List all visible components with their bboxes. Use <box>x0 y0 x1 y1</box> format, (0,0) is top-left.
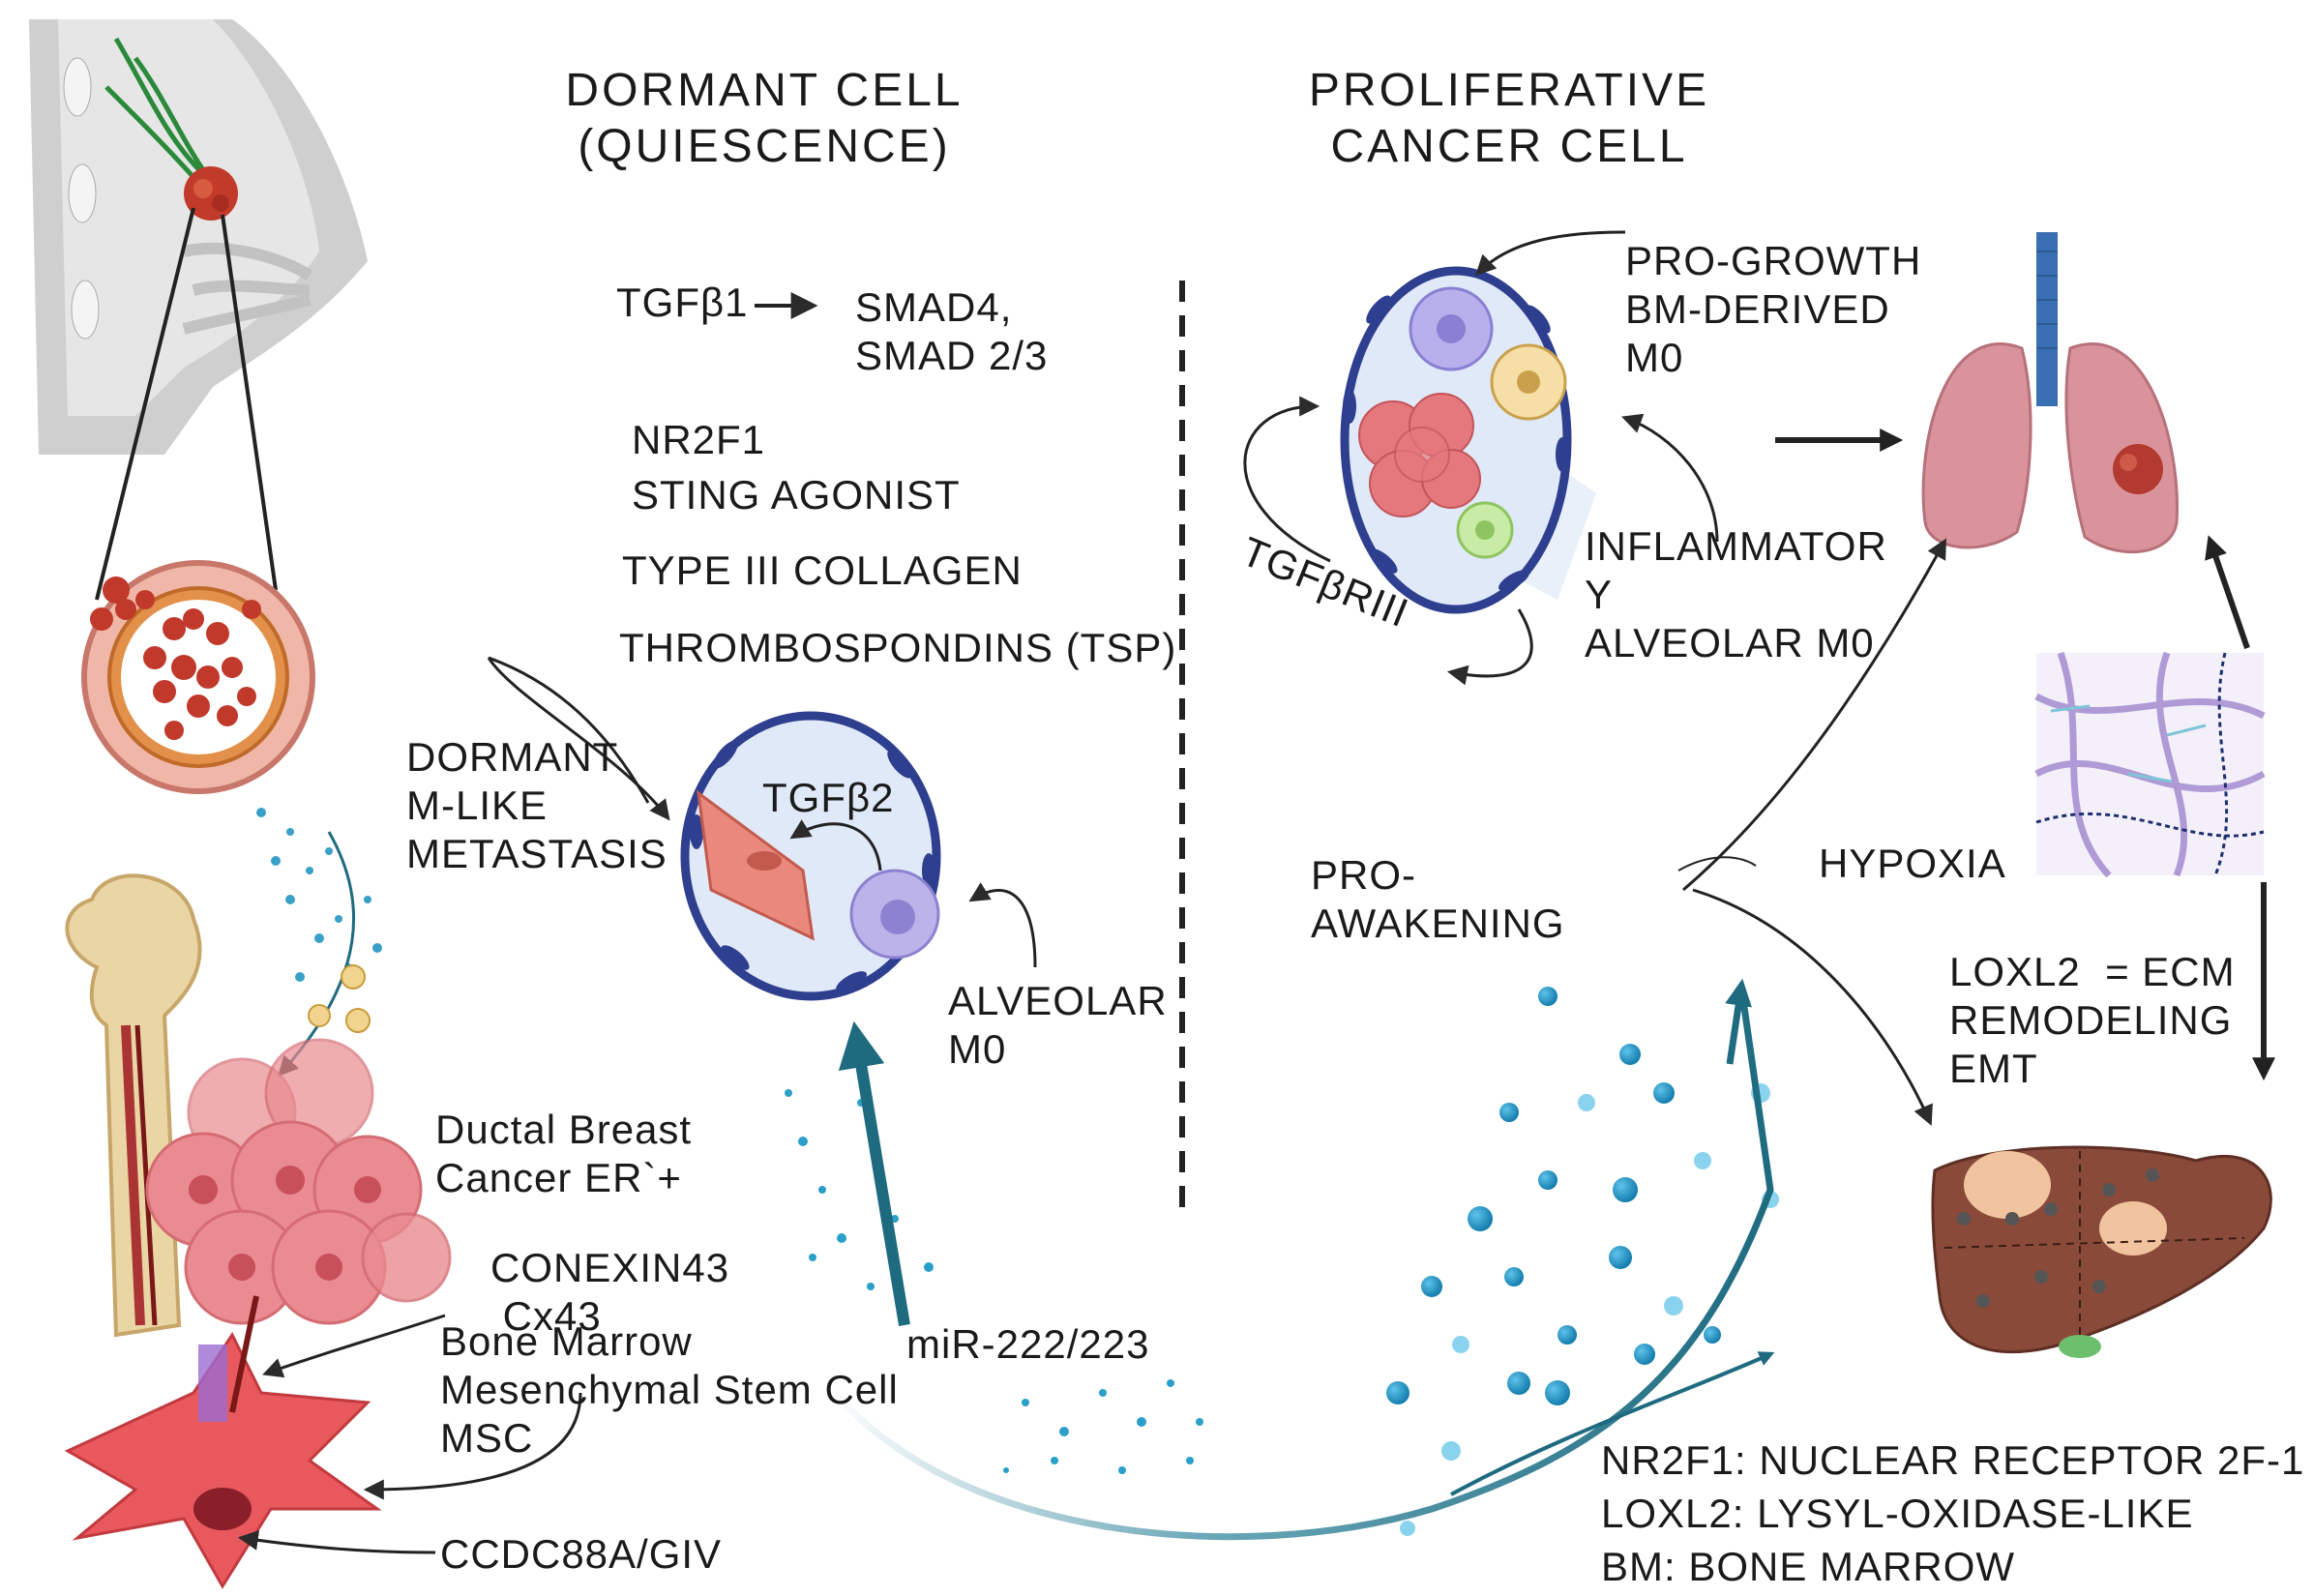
proliferative-vessel <box>1340 266 1596 614</box>
liver-illustration <box>1931 1145 2272 1358</box>
glossary-nr2f1: NR2F1: NUCLEAR RECEPTOR 2F-1 <box>1601 1437 2305 1483</box>
proliferative-cell-header: PROLIFERATIVE CANCER CELL <box>1308 65 1710 172</box>
msc-cell <box>64 1332 382 1589</box>
conexin43-label: CONEXIN43 Cx43 <box>490 1245 730 1339</box>
sting-agonist-label: STING AGONIST <box>632 472 961 517</box>
cancer-cluster <box>145 1038 452 1325</box>
inflammatory-alveolar-label: INFLAMMATOR Y ALVEOLAR M0 <box>1585 523 1887 665</box>
glossary-bm: BM: BONE MARROW <box>1601 1544 2016 1589</box>
dormant-cell-header: DORMANT CELL (QUIESCENCE) <box>565 65 964 172</box>
glossary-loxl2: LOXL2: LYSYL-OXIDASE-LIKE <box>1601 1491 2194 1536</box>
dormant-metastasis-label: DORMANT M-LIKE METASTASIS <box>406 734 668 876</box>
vesicle-cloud <box>256 808 382 982</box>
breast-illustration <box>29 19 368 601</box>
type-iii-collagen-label: TYPE III COLLAGEN <box>622 547 1023 593</box>
nr2f1-label: NR2F1 <box>632 417 766 462</box>
thrombospondins-label: THROMBOSPONDINS (TSP) <box>619 625 1177 670</box>
ecm-fiber-image <box>2034 651 2266 878</box>
hypoxia-label: HYPOXIA <box>1819 841 2006 886</box>
ccdc88a-label: CCDC88A/GIV <box>440 1531 723 1577</box>
msc-label: Bone Marrow Mesenchymal Stem Cell MSC <box>440 1318 899 1461</box>
smad-label: SMAD4, SMAD 2/3 <box>855 284 1049 378</box>
duct-cross-section <box>81 560 315 794</box>
tgfb1-label: TGFβ1 <box>616 280 749 325</box>
tgfb2-label: TGFβ2 <box>762 775 895 820</box>
alveolar-m0-label: ALVEOLAR M0 <box>948 978 1168 1072</box>
pro-awakening-label: PRO- AWAKENING <box>1311 852 1565 946</box>
vesicle-dots <box>1386 987 1779 1536</box>
mirna-label: miR-222/223 <box>906 1321 1150 1367</box>
loxl2-label: LOXL2 = ECM REMODELING EMT <box>1949 949 2236 1091</box>
pro-growth-label: PRO-GROWTH BM-DERIVED M0 <box>1625 238 1922 380</box>
dormant-vessel <box>680 711 941 1001</box>
lung-illustration <box>1921 232 2179 554</box>
bone-illustration <box>65 873 202 1338</box>
ductal-breast-cancer-label: Ductal Breast Cancer ER`+ <box>435 1107 693 1200</box>
